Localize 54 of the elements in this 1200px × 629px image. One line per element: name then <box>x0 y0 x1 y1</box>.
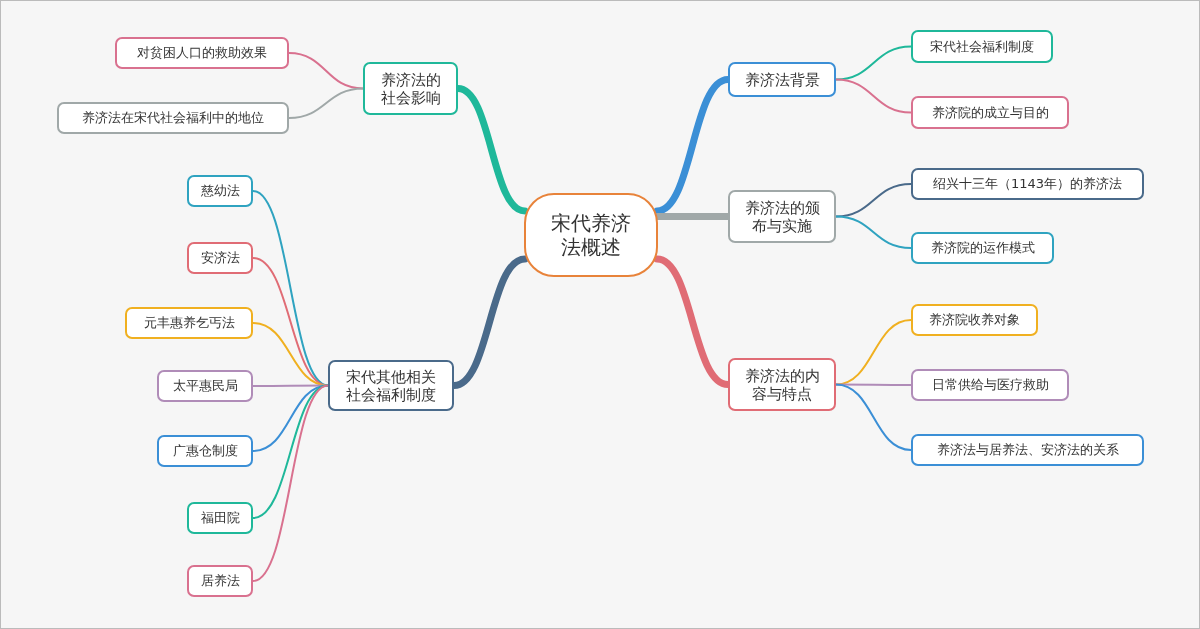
branch-connector <box>252 322 329 387</box>
topic-text: 养济法的颁布与实施 <box>743 198 821 235</box>
branch-connector <box>835 78 912 114</box>
topic-text: 对贫困人口的救助效果 <box>137 45 267 61</box>
topic-box <box>911 369 1069 401</box>
topic-text: 养济法在宋代社会福利中的地位 <box>82 110 264 126</box>
branch-connector <box>835 383 912 451</box>
branch-connector <box>288 52 364 90</box>
topic-box <box>728 358 836 411</box>
topic-text: 养济法的内容与特点 <box>743 366 821 403</box>
topic-text: 居养法 <box>200 573 240 589</box>
topic-box <box>363 62 458 115</box>
topic-box <box>728 190 836 243</box>
topic-box <box>187 502 253 534</box>
branch-connector <box>835 319 912 386</box>
topic-box <box>187 565 253 597</box>
topic-box <box>115 37 289 69</box>
topic-text: 养济法的社会影响 <box>379 70 442 107</box>
topic-box <box>187 175 253 207</box>
topic-box <box>911 304 1038 336</box>
topic-text: 养济法与居养法、安济法的关系 <box>936 442 1119 458</box>
topic-text: 宋代社会福利制度 <box>930 38 1034 55</box>
topic-box <box>911 30 1053 63</box>
topic-text: 养济法背景 <box>744 70 820 89</box>
topic-text: 慈幼法 <box>200 183 240 199</box>
topic-box <box>57 102 289 134</box>
topic-text: 养济院收养对象 <box>929 312 1020 328</box>
topic-box <box>328 360 454 411</box>
topic-box <box>911 434 1144 466</box>
branch-connector <box>252 384 329 582</box>
topic-box <box>911 168 1144 200</box>
topic-text: 宋代养济法概述 <box>550 211 632 259</box>
central-topic-box <box>524 193 658 277</box>
topic-text: 日常供给与医疗救助 <box>931 377 1049 393</box>
branch-connector <box>835 183 912 218</box>
topic-text: 养济院的运作模式 <box>930 240 1035 256</box>
topic-box <box>911 96 1069 129</box>
topic-box <box>187 242 253 274</box>
topic-text: 广惠仓制度 <box>172 443 238 459</box>
topic-text: 宋代其他相关社会福利制度 <box>345 367 437 404</box>
topic-text: 安济法 <box>200 250 240 266</box>
topic-box <box>157 370 253 402</box>
topic-box <box>728 62 836 97</box>
branch-connector <box>288 87 364 119</box>
topic-text: 元丰惠养乞丐法 <box>143 315 235 331</box>
topic-text: 福田院 <box>200 510 240 526</box>
topic-box <box>157 435 253 467</box>
topic-text: 养济院的成立与目的 <box>931 104 1049 121</box>
topic-text: 太平惠民局 <box>172 378 238 394</box>
branch-connector <box>835 215 912 249</box>
topic-box <box>911 232 1054 264</box>
topic-box <box>125 307 253 339</box>
branch-connector <box>835 45 912 81</box>
topic-text: 绍兴十三年（1143年）的养济法 <box>932 176 1123 192</box>
